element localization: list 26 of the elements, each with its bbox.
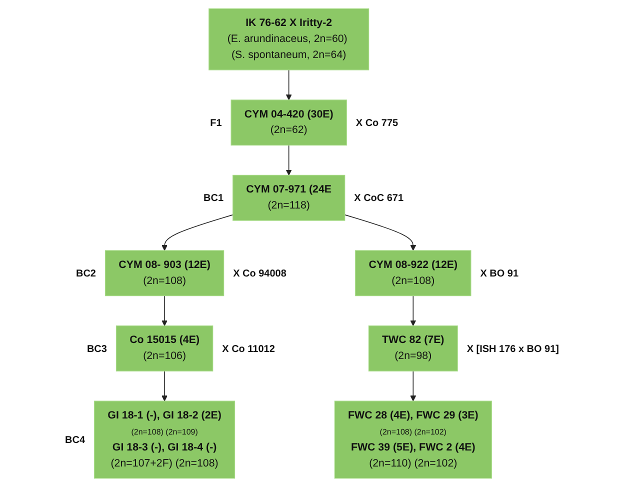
cross-parent-label: X CoC 671 bbox=[354, 193, 404, 204]
cross-parent-label: X Co 94008 bbox=[233, 268, 286, 280]
arrow bbox=[410, 295, 416, 326]
cross-parent-label: X Co 775 bbox=[356, 118, 398, 129]
arrow bbox=[286, 144, 292, 176]
cross-parent-label: X [ISH 176 x BO 91] bbox=[466, 344, 559, 355]
process-box: IK 76-62 X Iritty-2 (E. arundinaceus, 2n=60) (S. spontaneum, 2n=64) bbox=[208, 8, 370, 70]
process-box: CYM 04-420 (30E) (2n=62) bbox=[230, 100, 347, 146]
process-box: TWC 82 (7E) (2n=98) bbox=[368, 325, 458, 372]
arrow bbox=[162, 370, 168, 402]
generation-label: BC1 bbox=[204, 193, 224, 204]
process-box: CYM 08- 903 (12E) (2n=108) bbox=[104, 250, 224, 296]
generation-label: BC2 bbox=[76, 268, 96, 280]
generation-label: BC3 bbox=[86, 344, 107, 355]
generation-label: BC4 bbox=[65, 435, 86, 446]
generation-label: F1 bbox=[210, 118, 222, 129]
arrow bbox=[410, 370, 416, 402]
arrow bbox=[162, 214, 234, 251]
arrow bbox=[162, 295, 168, 326]
process-box: CYM 08-922 (12E) (2n=108) bbox=[355, 250, 472, 296]
cross-parent-label: X Co 11012 bbox=[222, 344, 275, 355]
arrow bbox=[286, 70, 292, 100]
cross-parent-label: X BO 91 bbox=[480, 268, 519, 280]
arrow bbox=[344, 214, 416, 251]
process-box: CYM 07-971 (24E (2n=118) bbox=[232, 174, 346, 221]
process-box: Co 15015 (4E) (2n=106) bbox=[116, 325, 214, 372]
